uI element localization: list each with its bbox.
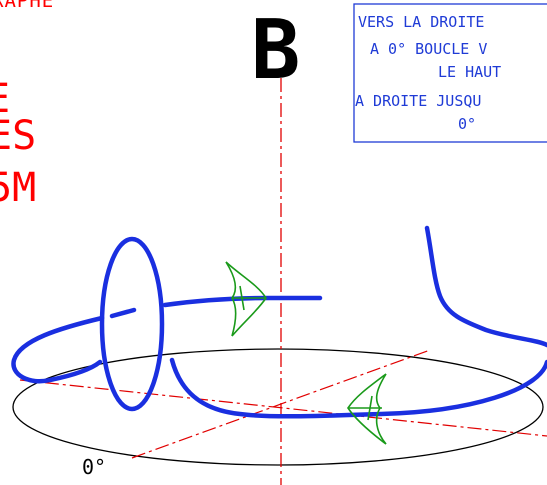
aircraft-symbol-upper — [225, 261, 267, 337]
ground-axis-line-1 — [19, 379, 547, 437]
trajectory-vertical-loop — [99, 236, 165, 412]
figure-letter: B — [251, 3, 300, 98]
top-left-label: RAPHE — [0, 0, 54, 12]
aircraft-lower-tail — [348, 395, 382, 421]
instruction-line-2: A 0° BOUCLE V — [370, 40, 487, 58]
ground-axis-line-2 — [131, 349, 431, 459]
ground-circle — [12, 348, 544, 466]
left-label-line-3: 5M — [0, 165, 36, 211]
aircraft-symbol-lower — [347, 373, 387, 445]
trajectory-horizontal-circle-left — [11, 315, 105, 384]
instruction-line-1: VERS LA DROITE — [358, 13, 484, 31]
trajectory-entry — [424, 225, 547, 348]
trajectory-horizontal-circle-front — [169, 357, 547, 419]
trajectory — [11, 225, 547, 419]
trajectory-back-segment-1 — [109, 307, 137, 319]
left-label-line-2: ES — [0, 113, 36, 159]
heading-label: 0° — [82, 455, 106, 479]
instruction-line-4: A DROITE JUSQU — [355, 92, 481, 110]
left-label-line-1: E — [0, 76, 10, 122]
instruction-line-3: LE HAUT — [438, 63, 501, 81]
instruction-box — [353, 3, 547, 143]
instruction-line-5: 0° — [458, 115, 476, 133]
aircraft-upper-tail — [232, 285, 266, 311]
aircraft-lower-body — [375, 373, 387, 445]
